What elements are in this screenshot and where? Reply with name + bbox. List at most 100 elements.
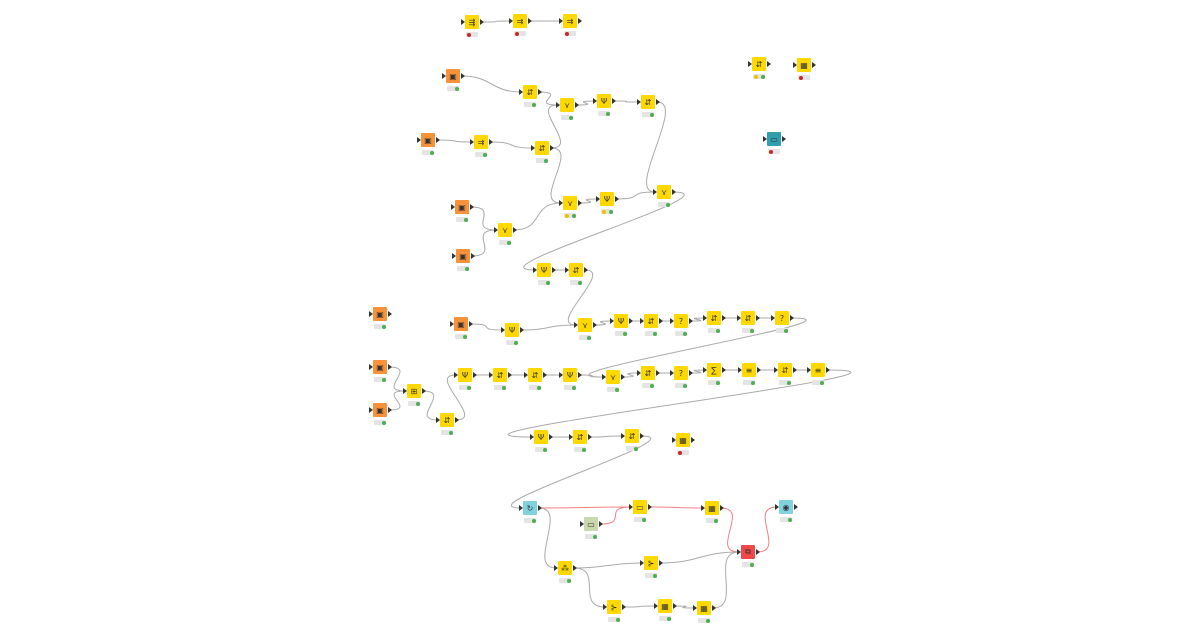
node[interactable]: Ψ: [559, 368, 582, 382]
output-port[interactable]: [588, 434, 592, 440]
connection[interactable]: [388, 366, 406, 392]
node[interactable]: ⇵: [489, 368, 512, 382]
output-port[interactable]: [543, 372, 547, 378]
input-port[interactable]: [738, 367, 742, 373]
input-port[interactable]: [450, 321, 454, 327]
node[interactable]: ⇶: [461, 15, 484, 29]
connection[interactable]: [461, 75, 522, 93]
node[interactable]: ⁂: [554, 561, 577, 575]
connection[interactable]: [538, 507, 557, 569]
node[interactable]: ▣: [369, 360, 392, 374]
output-port[interactable]: [388, 364, 392, 370]
node[interactable]: Ψ: [530, 430, 553, 444]
input-port[interactable]: [672, 437, 676, 443]
node[interactable]: ▭: [629, 500, 652, 514]
input-port[interactable]: [602, 374, 606, 380]
output-port[interactable]: [470, 204, 474, 210]
input-port[interactable]: [621, 433, 625, 439]
flow-variable-connection[interactable]: [720, 507, 740, 553]
output-port[interactable]: [790, 315, 794, 321]
output-port[interactable]: [480, 19, 484, 25]
node[interactable]: Ψ: [501, 323, 524, 337]
connection[interactable]: [573, 562, 643, 569]
output-port[interactable]: [648, 504, 652, 510]
node[interactable]: ▣: [452, 249, 475, 263]
connection[interactable]: [436, 139, 473, 143]
output-port[interactable]: [436, 137, 440, 143]
node[interactable]: ⇵: [703, 311, 726, 325]
node[interactable]: ⇵: [436, 413, 459, 427]
output-port[interactable]: [793, 367, 797, 373]
node[interactable]: ⊞: [403, 384, 426, 398]
output-port[interactable]: [722, 367, 726, 373]
node[interactable]: ≡: [807, 363, 830, 377]
connection[interactable]: [578, 374, 605, 378]
input-port[interactable]: [489, 372, 493, 378]
output-port[interactable]: [794, 504, 798, 510]
input-port[interactable]: [771, 315, 775, 321]
input-port[interactable]: [442, 73, 446, 79]
node[interactable]: ⇵: [569, 430, 592, 444]
input-port[interactable]: [610, 318, 614, 324]
node[interactable]: ▣: [369, 403, 392, 417]
input-port[interactable]: [637, 370, 641, 376]
input-port[interactable]: [559, 18, 563, 24]
input-port[interactable]: [596, 196, 600, 202]
output-port[interactable]: [575, 102, 579, 108]
input-port[interactable]: [454, 372, 458, 378]
input-port[interactable]: [569, 434, 573, 440]
input-port[interactable]: [524, 372, 528, 378]
connection[interactable]: [673, 605, 696, 609]
output-port[interactable]: [672, 189, 676, 195]
node[interactable]: ⧉: [737, 545, 760, 559]
output-port[interactable]: [615, 196, 619, 202]
output-port[interactable]: [691, 437, 695, 443]
connection[interactable]: [520, 324, 577, 331]
node[interactable]: ⇵: [519, 85, 542, 99]
output-port[interactable]: [552, 267, 556, 273]
output-port[interactable]: [388, 311, 392, 317]
input-port[interactable]: [670, 318, 674, 324]
input-port[interactable]: [531, 145, 535, 151]
input-port[interactable]: [793, 62, 797, 68]
connection[interactable]: [567, 269, 594, 326]
input-port[interactable]: [530, 434, 534, 440]
output-port[interactable]: [812, 62, 816, 68]
node[interactable]: ▣: [450, 317, 473, 331]
node[interactable]: ▦: [654, 599, 677, 613]
output-port[interactable]: [520, 327, 524, 333]
node[interactable]: ⇵: [621, 429, 644, 443]
output-port[interactable]: [656, 370, 660, 376]
output-port[interactable]: [659, 318, 663, 324]
output-port[interactable]: [578, 18, 582, 24]
node[interactable]: ▦: [701, 501, 724, 515]
flow-variable-connection[interactable]: [599, 506, 632, 525]
connection[interactable]: [612, 100, 640, 103]
connection[interactable]: [470, 206, 497, 231]
output-port[interactable]: [689, 370, 693, 376]
connection[interactable]: [578, 198, 599, 204]
input-port[interactable]: [701, 505, 705, 511]
input-port[interactable]: [369, 364, 373, 370]
node[interactable]: ▭: [763, 132, 786, 146]
output-port[interactable]: [756, 549, 760, 555]
input-port[interactable]: [565, 267, 569, 273]
node[interactable]: ?: [670, 314, 693, 328]
input-port[interactable]: [533, 267, 537, 273]
input-port[interactable]: [509, 18, 513, 24]
node[interactable]: ?: [771, 311, 794, 325]
node[interactable]: ∑: [703, 363, 726, 377]
output-port[interactable]: [756, 315, 760, 321]
output-port[interactable]: [767, 61, 771, 67]
node[interactable]: ⇵: [637, 366, 660, 380]
connection[interactable]: [588, 317, 807, 378]
connection[interactable]: [447, 374, 465, 421]
output-port[interactable]: [422, 388, 426, 394]
output-port[interactable]: [629, 318, 633, 324]
output-port[interactable]: [573, 565, 577, 571]
output-port[interactable]: [612, 98, 616, 104]
input-port[interactable]: [461, 19, 465, 25]
output-port[interactable]: [826, 367, 830, 373]
node[interactable]: ⇉: [559, 14, 582, 28]
